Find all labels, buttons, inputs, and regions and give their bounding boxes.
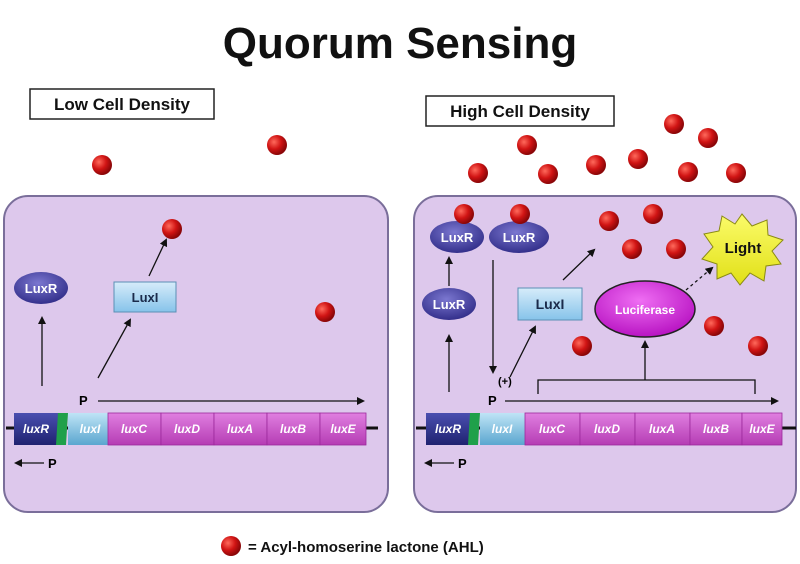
gene-spacer-high bbox=[468, 413, 480, 445]
ahl-molecule bbox=[454, 204, 474, 224]
gene-luxa-high bbox=[634, 412, 691, 446]
promoter-forward-low: P bbox=[79, 393, 88, 408]
gene-luxc-high-label: luxC bbox=[539, 422, 565, 436]
ahl-molecule bbox=[586, 155, 606, 175]
luxr-protein-high bbox=[422, 288, 476, 320]
ahl-molecule bbox=[666, 239, 686, 259]
gene-luxi-low bbox=[68, 413, 108, 445]
gene-luxr-low-label: luxR bbox=[23, 422, 49, 436]
gene-luxb-low-label: luxB bbox=[280, 422, 306, 436]
gene-luxd-high-label: luxD bbox=[594, 422, 620, 436]
arrow-luxi-to-ahl-high bbox=[562, 248, 596, 281]
ahl-molecule bbox=[517, 135, 537, 155]
gene-luxa-low bbox=[213, 412, 268, 446]
ahl-molecule bbox=[538, 164, 558, 184]
gene-luxe-high-label: luxE bbox=[749, 422, 775, 436]
ahl-molecule bbox=[748, 336, 768, 356]
gene-luxc-low bbox=[107, 412, 162, 446]
gene-luxa-high-label: luxA bbox=[649, 422, 675, 436]
gene-luxd-low-label: luxD bbox=[174, 422, 200, 436]
ahl-molecule bbox=[572, 336, 592, 356]
luxi-protein-high-label: LuxI bbox=[536, 296, 565, 312]
promoter-reverse-high: P bbox=[458, 456, 467, 471]
ahl-molecule bbox=[643, 204, 663, 224]
gene-luxb-high-label: luxB bbox=[703, 422, 729, 436]
luxi-protein-high bbox=[517, 287, 583, 321]
ahl-molecule bbox=[622, 239, 642, 259]
high-density-label: High Cell Density bbox=[450, 102, 590, 121]
legend: = Acyl-homoserine lactone (AHL) bbox=[221, 536, 484, 556]
gene-luxr-low bbox=[14, 413, 58, 445]
ahl-molecule bbox=[162, 219, 182, 239]
luciferase-label: Luciferase bbox=[615, 303, 675, 317]
page-title: Quorum Sensing bbox=[223, 19, 577, 68]
legend-ahl-swatch bbox=[221, 536, 241, 556]
gene-luxa-low-label: luxA bbox=[227, 422, 253, 436]
luxi-protein-low-label: LuxI bbox=[132, 290, 159, 305]
ahl-molecule bbox=[599, 211, 619, 231]
gene-luxi-high-label: luxI bbox=[492, 422, 513, 436]
gene-luxi-low-label: luxI bbox=[80, 422, 101, 436]
gene-spacer-low bbox=[56, 413, 68, 445]
gene-luxc-high bbox=[524, 412, 581, 446]
ahl-molecule bbox=[678, 162, 698, 182]
promoter-reverse-low: P bbox=[48, 456, 57, 471]
operon-bracket-high bbox=[537, 379, 756, 394]
arrow-luxi-to-ahl-low bbox=[148, 238, 168, 277]
luxr-protein-low bbox=[14, 272, 68, 304]
ahl-molecule bbox=[726, 163, 746, 183]
ahl-molecule bbox=[704, 316, 724, 336]
luxr-dimer-left-label: LuxR bbox=[441, 230, 474, 245]
cell-low-density bbox=[3, 195, 389, 513]
ahl-molecule bbox=[664, 114, 684, 134]
ahl-molecule bbox=[92, 155, 112, 175]
gene-luxr-high-label: luxR bbox=[435, 422, 461, 436]
luxr-protein-low-label: LuxR bbox=[25, 281, 58, 296]
ahl-molecule bbox=[510, 204, 530, 224]
luxr-dimer-left bbox=[430, 221, 484, 253]
arrow-promoter-to-luxi-low bbox=[97, 318, 131, 379]
gene-luxd-high bbox=[579, 412, 636, 446]
activation-plus-label: (+) bbox=[498, 376, 512, 388]
gene-luxe-low bbox=[319, 412, 367, 446]
ahl-molecule bbox=[628, 149, 648, 169]
luxr-protein-high-label: LuxR bbox=[433, 297, 466, 312]
arrow-promoter-to-luxi-high bbox=[509, 325, 536, 378]
luciferase-enzyme bbox=[594, 280, 696, 338]
legend-ahl-label: = Acyl-homoserine lactone (AHL) bbox=[248, 539, 484, 556]
gene-luxe-low-label: luxE bbox=[330, 422, 356, 436]
low-density-label-box: Low Cell Density bbox=[29, 88, 215, 120]
gene-luxe-high bbox=[741, 412, 783, 446]
promoter-forward-high: P bbox=[488, 393, 497, 408]
ahl-molecule bbox=[468, 163, 488, 183]
dna-operon-high: luxR luxI luxC luxD luxA luxB luxE bbox=[416, 412, 796, 446]
gene-luxb-low bbox=[266, 412, 321, 446]
gene-luxd-low bbox=[160, 412, 215, 446]
high-density-label-box: High Cell Density bbox=[425, 95, 615, 127]
ahl-molecule bbox=[267, 135, 287, 155]
gene-luxb-high bbox=[689, 412, 743, 446]
ahl-molecule bbox=[698, 128, 718, 148]
gene-luxi-high bbox=[480, 413, 525, 445]
gene-luxc-low-label: luxC bbox=[121, 422, 147, 436]
luxr-dimer-right bbox=[489, 221, 549, 253]
luxi-protein-low bbox=[113, 281, 177, 313]
dna-operon-low: luxR luxI luxC luxD luxA luxB luxE bbox=[6, 412, 378, 446]
ahl-molecule bbox=[315, 302, 335, 322]
gene-luxr-high bbox=[426, 413, 470, 445]
light-starburst bbox=[701, 213, 784, 286]
luxr-dimer-right-label: LuxR bbox=[503, 230, 536, 245]
light-label: Light bbox=[725, 240, 762, 257]
low-density-label: Low Cell Density bbox=[54, 95, 191, 114]
